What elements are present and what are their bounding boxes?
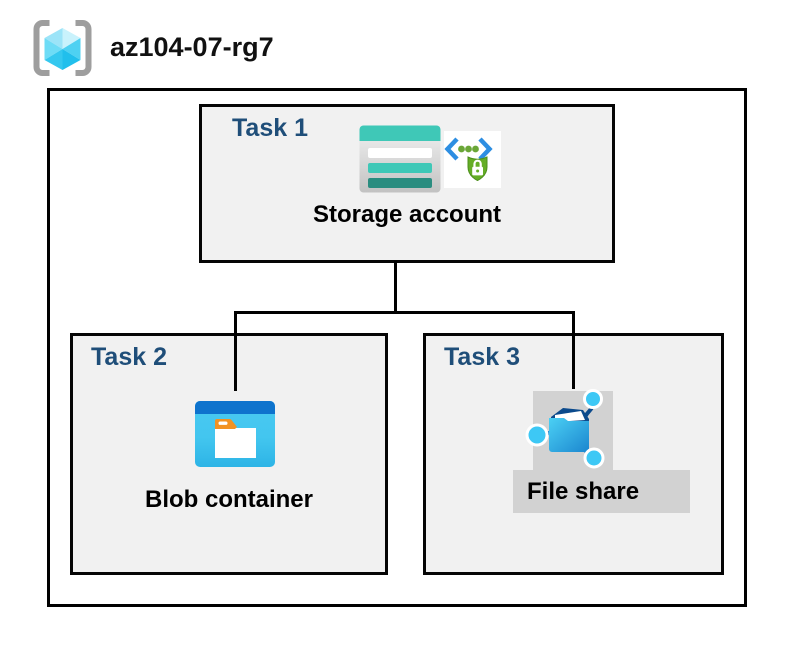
connector-storage-down [394, 261, 397, 313]
blob-container-label: Blob container [144, 486, 313, 513]
task3-label: Task 3 [444, 343, 520, 371]
connector-horizontal [234, 311, 575, 314]
storage-account-label: Storage account [312, 201, 502, 228]
connector-to-blob [234, 311, 237, 391]
resource-group-name: az104-07-rg7 [110, 32, 274, 62]
file-share-label: File share [527, 477, 640, 505]
file-share-icon [525, 389, 605, 469]
fileshare-label-highlight: File share [513, 470, 690, 513]
task1-label: Task 1 [232, 114, 308, 142]
blob-container-icon [195, 401, 275, 467]
resource-group-icon [33, 20, 92, 76]
connector-to-fileshare [572, 311, 575, 389]
secure-access-icon [444, 131, 501, 188]
storage-account-icon [359, 125, 441, 193]
task2-label: Task 2 [91, 343, 167, 371]
